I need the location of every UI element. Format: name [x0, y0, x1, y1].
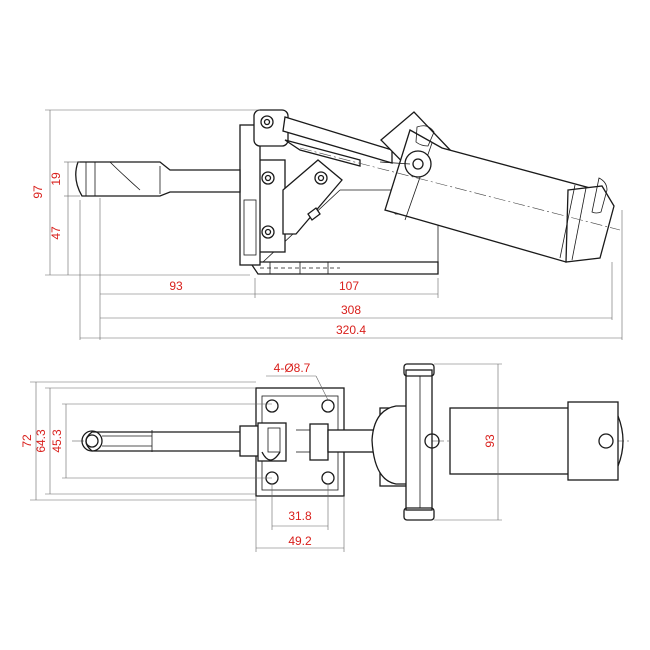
- dim-length-to-cylinder: 308: [341, 303, 361, 317]
- cylinder-center-line: [299, 147, 621, 231]
- side-cylinder-pivot: [379, 150, 432, 178]
- dim-width-inner: 45.3: [50, 429, 64, 453]
- top-clamp-body: [239, 422, 329, 462]
- dim-base-width: 49.2: [288, 534, 312, 548]
- side-pivot-bolts: [260, 115, 328, 239]
- dim-width-outer: 72: [20, 434, 34, 448]
- side-connecting-links: [282, 116, 393, 167]
- top-dimensions: [30, 363, 502, 552]
- dim-overall-length: 320.4: [336, 323, 366, 337]
- side-dimensions: [45, 109, 623, 340]
- dim-base-length: 107: [339, 279, 359, 293]
- dim-lower-height: 47: [49, 226, 63, 240]
- hole-callout: 4-Ø8.7: [274, 361, 311, 375]
- dim-cylinder-height: 93: [483, 434, 497, 448]
- side-base-plate: [248, 261, 439, 275]
- dim-hole-spacing: 31.8: [288, 509, 312, 523]
- side-view: 97 19 47 93 107 308 320.4: [31, 109, 623, 340]
- top-cylinder-head: [371, 363, 440, 521]
- top-view: 72 64.3 45.3 93 31.8 49.2 4-Ø8.7: [20, 361, 630, 552]
- dim-total-height: 97: [31, 185, 45, 199]
- side-cylinder: [380, 111, 615, 263]
- top-handle: [81, 430, 249, 452]
- top-cylinder-body: [449, 401, 624, 481]
- dim-handle-length: 93: [169, 279, 183, 293]
- dim-upper-height: 19: [49, 172, 63, 186]
- dim-width-mid: 64.3: [34, 429, 48, 453]
- side-handle: [75, 161, 241, 197]
- side-clamp-body: [239, 124, 343, 266]
